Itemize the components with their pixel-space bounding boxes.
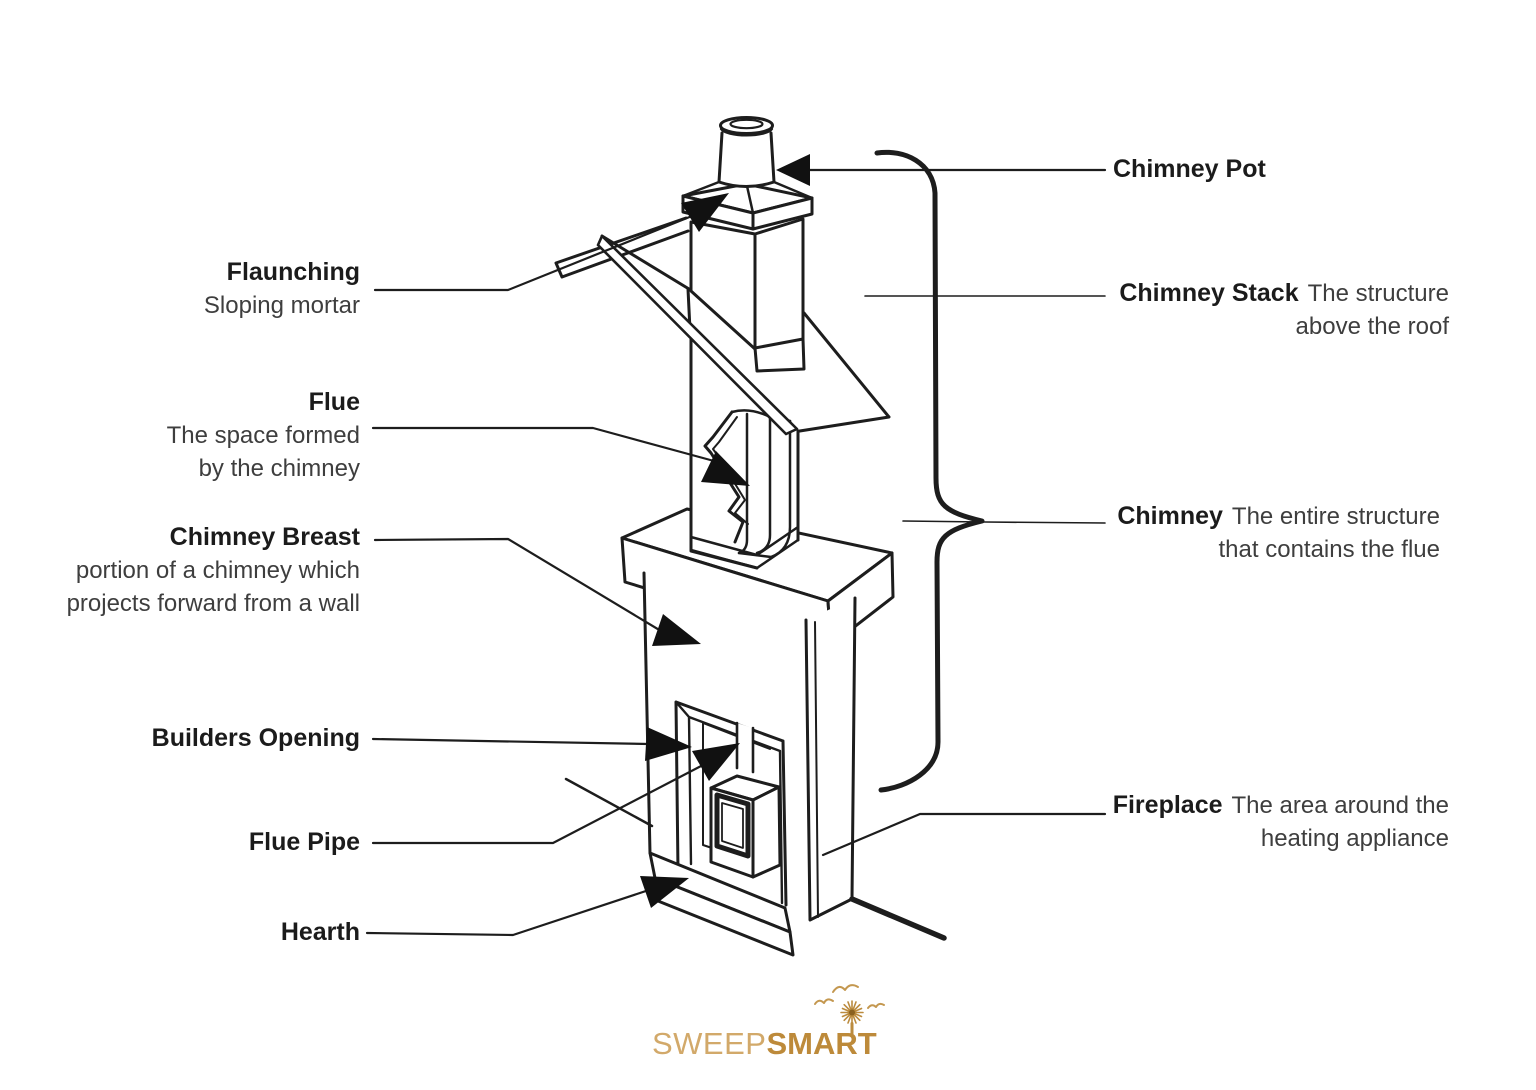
label-flue-pipe: Flue Pipe: [10, 826, 360, 859]
hearth-term: Hearth: [280, 918, 360, 946]
fireplace-desc-1: The area around the: [1231, 792, 1450, 819]
leader-builders-opening: [371, 737, 651, 746]
hearth-slab: [648, 851, 795, 957]
flue-desc-2: by the chimney: [198, 455, 360, 482]
label-chimney-stack: Chimney Stack The structure above the roo…: [1069, 277, 1449, 343]
flaunching-term: Flaunching: [226, 258, 360, 286]
flue-pipe-term: Flue Pipe: [248, 828, 360, 856]
flue-pipe-shape: [735, 721, 755, 774]
arrow-chimney-breast: [652, 614, 701, 646]
label-builders-opening: Builders Opening: [10, 722, 360, 755]
flue-term: Flue: [308, 388, 360, 416]
leader-fireplace: [821, 812, 1107, 857]
chimney-desc-2: that contains the flue: [1218, 536, 1440, 563]
label-chimney-pot: Chimney Pot: [1113, 153, 1493, 186]
chimney-stack-upper: [681, 116, 814, 373]
floor-lines: [564, 777, 947, 941]
label-hearth: Hearth: [10, 916, 360, 949]
chimney-pot-shape: [717, 131, 776, 188]
leader-flaunching: [373, 214, 694, 292]
arrow-hearth: [640, 876, 689, 908]
label-flue: Flue The space formed by the chimney: [10, 386, 360, 485]
arrow-flaunching: [681, 193, 729, 232]
chimney-breast-term: Chimney Breast: [169, 523, 360, 551]
leader-flue: [371, 426, 716, 463]
chimney-desc-1: The entire structure: [1231, 503, 1440, 530]
arrow-flue-pipe: [692, 743, 740, 781]
arrowheads: [640, 154, 810, 908]
chimney-term: Chimney: [1117, 502, 1223, 530]
bird-right: [867, 1002, 885, 1009]
logo-birds: [814, 984, 885, 1009]
logo-text-sweep: SWEEP: [652, 1026, 767, 1061]
label-chimney: Chimney The entire structure that contain…: [1060, 500, 1440, 566]
flue-desc-1: The space formed: [166, 422, 360, 449]
roof-fascia-board: [596, 234, 799, 436]
chimney-stack-term: Chimney Stack: [1119, 279, 1299, 307]
label-fireplace: Fireplace The area around the heating app…: [1069, 789, 1449, 855]
label-chimney-breast: Chimney Breast portion of a chimney whic…: [10, 521, 360, 620]
chimney-stack-desc-2: above the roof: [1295, 313, 1449, 340]
arrow-builders-opening: [645, 727, 692, 761]
leader-chimney: [902, 520, 1106, 524]
roof-edge-left: [600, 234, 691, 291]
label-flaunching: Flaunching Sloping mortar: [10, 256, 360, 322]
chimney-breast-desc-1: portion of a chimney which: [75, 557, 360, 584]
logo-brush-icon: [840, 1000, 864, 1037]
logo-text-smart: SMART: [766, 1026, 877, 1061]
leader-lines: [365, 168, 1107, 937]
arrow-flue: [701, 451, 750, 486]
chimney-stack-desc-1: The structure: [1307, 280, 1449, 307]
leader-flue-pipe: [371, 763, 705, 845]
leader-hearth: [365, 888, 651, 937]
chimney-pot-term: Chimney Pot: [1113, 155, 1266, 183]
bird-left: [814, 998, 834, 1005]
stove-door: [714, 792, 751, 859]
chimney-breast-desc-2: projects forward from a wall: [66, 590, 360, 617]
leader-chimney-breast: [373, 537, 663, 633]
stove: [709, 774, 782, 879]
arrow-chimney-pot: [776, 154, 810, 186]
chimney-brace: [874, 149, 985, 793]
sweepsmart-logo: SWEEPSMART: [652, 1026, 877, 1062]
flaunching-desc: Sloping mortar: [203, 292, 360, 319]
fireplace-desc-2: heating appliance: [1260, 825, 1449, 852]
fireplace-term: Fireplace: [1112, 791, 1223, 819]
builders-opening-term: Builders Opening: [151, 724, 360, 752]
flue-liner: [730, 409, 792, 559]
stack-collar: [753, 337, 806, 373]
bird-middle: [832, 984, 859, 993]
brush-spokes: [840, 1000, 864, 1025]
